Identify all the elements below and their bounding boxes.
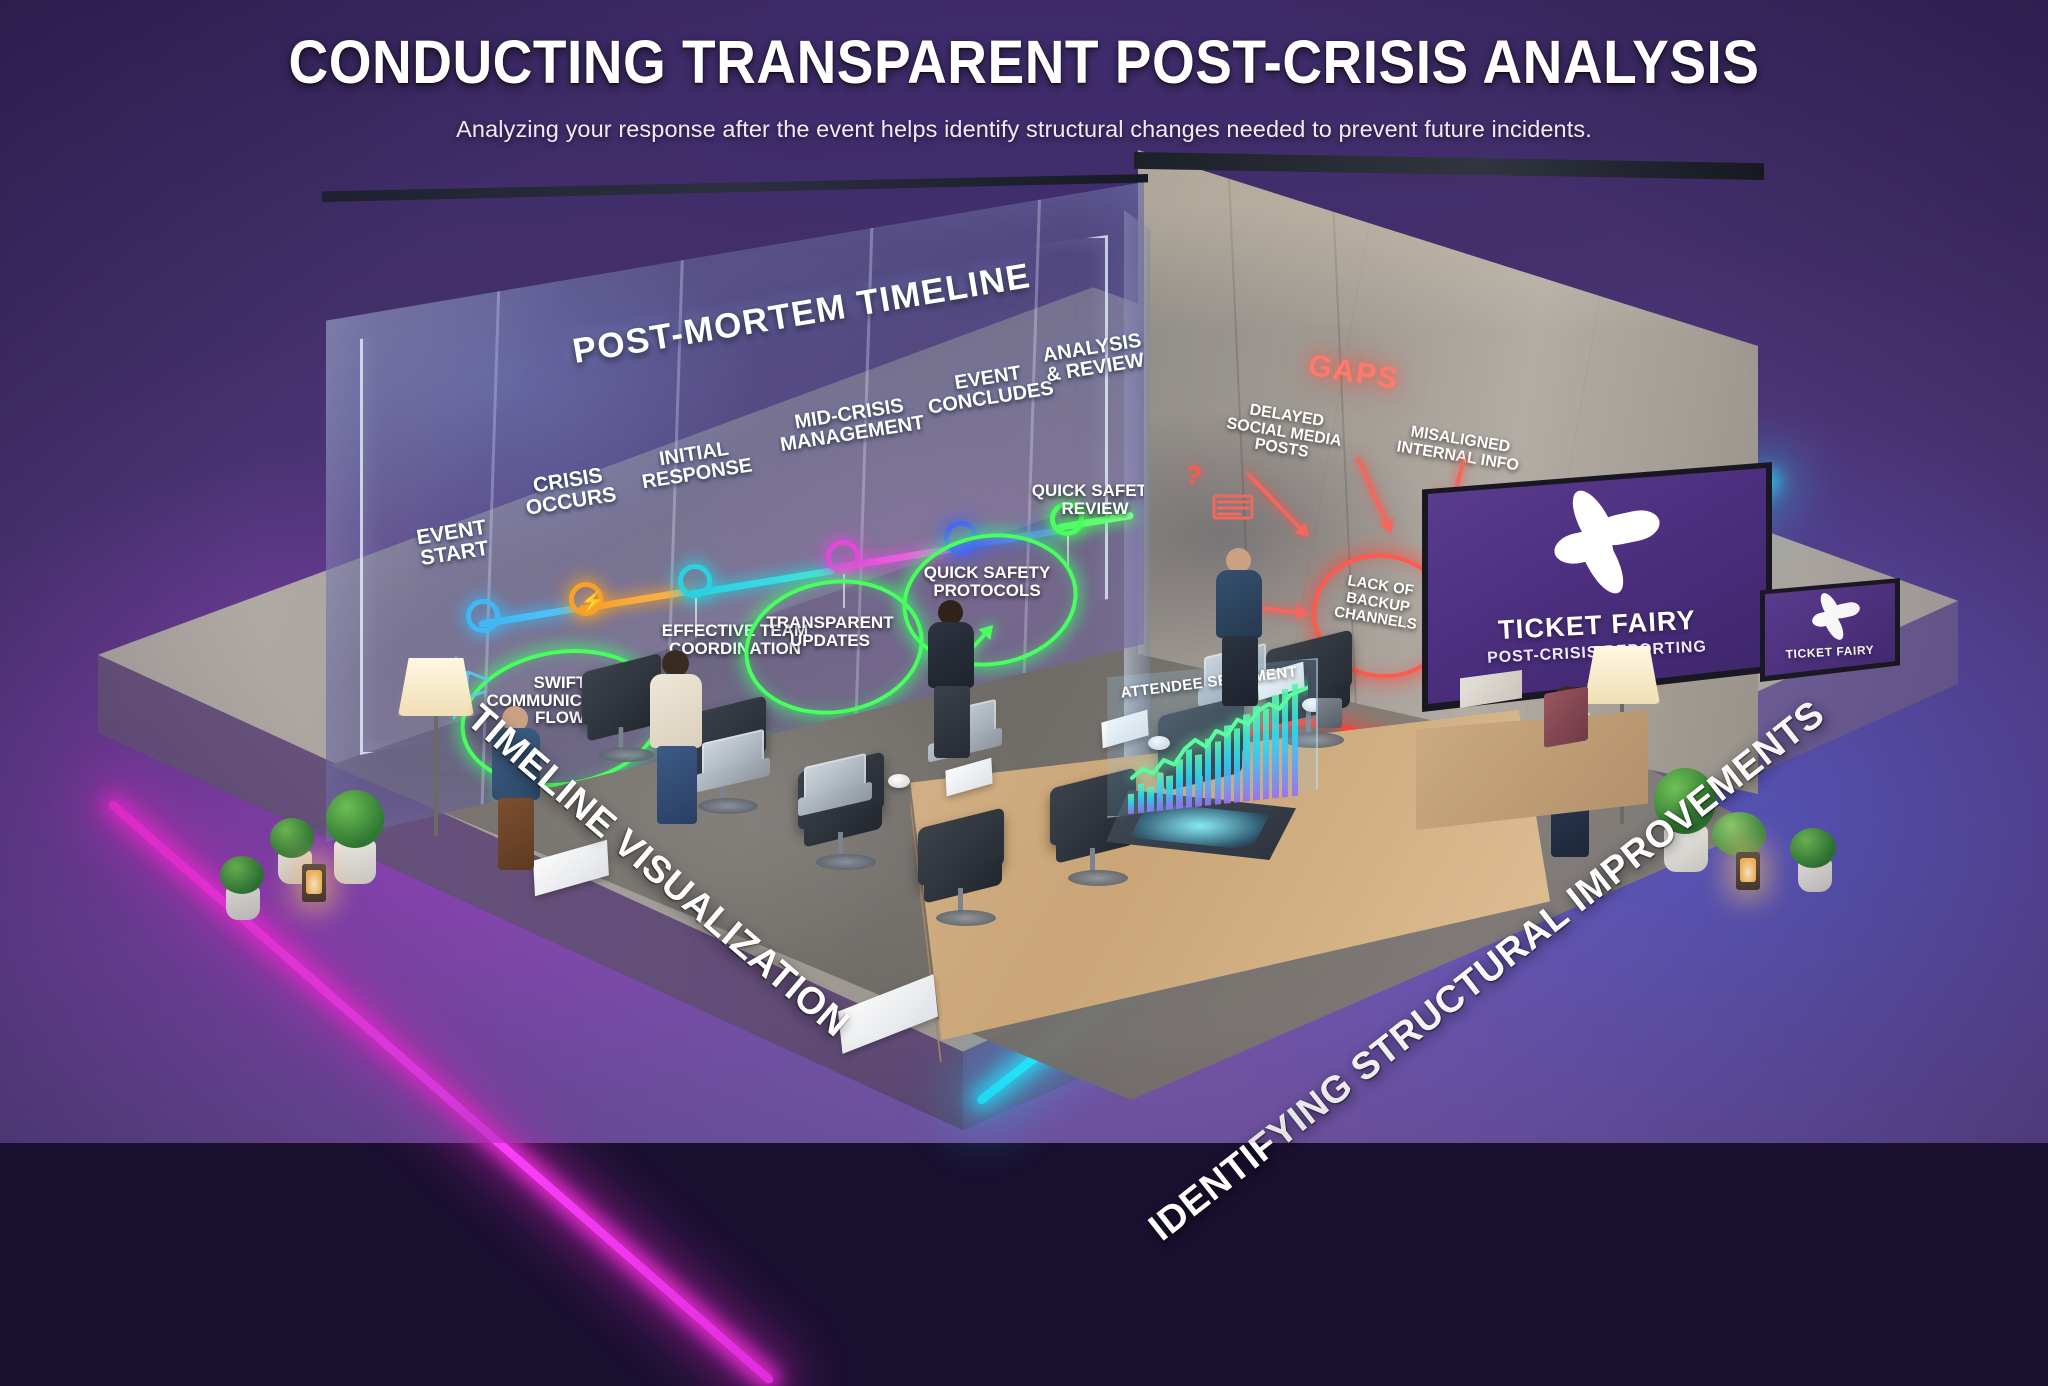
plant-foliage (1654, 768, 1716, 834)
secondary-display-screen[interactable]: TICKET FAIRY (1765, 583, 1895, 676)
success-label-quick-safety-review: QUICK SAFETY REVIEW (1031, 481, 1159, 518)
page-subtitle: Analyzing your response after the event … (456, 116, 1592, 142)
success-ellipse-4 (892, 521, 1088, 679)
timeline-label-event-concludes: EVENT CONCLUDES (926, 362, 1056, 420)
hologram-trend-line (1130, 685, 1308, 780)
gap-label-delayed-social: DELAYED SOCIAL MEDIA POSTS (1225, 401, 1343, 462)
plant-foliage (270, 818, 314, 858)
glass-wall-top-trim (322, 174, 1148, 202)
floor-lamp-stand (434, 716, 438, 836)
pen-holder (1316, 698, 1342, 728)
lightning-bolt-icon: ⚡ (580, 591, 605, 613)
lantern-icon (1736, 852, 1760, 890)
timeline-label-mid-crisis: MID-CRISIS MANAGEMENT (778, 394, 926, 457)
plant-foliage (1790, 828, 1836, 868)
timeline-stem (843, 574, 845, 608)
floor-lamp-shade (1584, 646, 1660, 704)
plant-foliage (1712, 812, 1766, 856)
megaphone-icon (1212, 494, 1254, 520)
success-label-transparent-updates: TRANSPARENT UPDATES (766, 613, 894, 650)
plant-foliage (220, 856, 264, 894)
four-petal-flower-icon (1546, 484, 1663, 600)
laptop (798, 752, 872, 817)
timeline-label-initial-response: INITIAL RESPONSE (640, 437, 754, 494)
office-chair (918, 807, 1014, 936)
success-label-effective-team: EFFECTIVE TEAM COORDINATION (661, 621, 809, 658)
timeline-label-crisis-occurs: CRISIS OCCURS (524, 463, 618, 521)
isometric-room-diorama: POST-MORTEM TIMELINE EVENT START CRISIS … (98, 150, 1958, 1386)
gaps-analysis-group: GAPS DELAYED SOCIAL MEDIA POSTS MISALIGN… (1138, 150, 1778, 870)
office-chair (1266, 629, 1362, 758)
office-chair (1050, 767, 1146, 896)
timeline-stem (1067, 536, 1069, 570)
page-title: CONDUCTING TRANSPARENT POST-CRISIS ANALY… (288, 27, 1760, 97)
timeline-node-initial-response[interactable] (678, 564, 712, 598)
book-row (1544, 686, 1588, 748)
timeline-node-mid-crisis[interactable] (826, 540, 860, 574)
timeline-heading: POST-MORTEM TIMELINE (569, 256, 1034, 371)
floor-lamp-shade (398, 658, 474, 716)
office-chair (581, 652, 670, 772)
timeline-node-event-concludes[interactable] (944, 521, 978, 555)
lantern-icon (302, 864, 326, 902)
brand-name: TICKET FAIRY (1785, 642, 1875, 662)
timeline-node-crisis-occurs[interactable] (569, 582, 603, 616)
timeline-label-analysis-review: ANALYSIS & REVIEW (1041, 329, 1146, 387)
success-label-quick-safety-protocols: QUICK SAFETY PROTOCOLS (923, 563, 1051, 600)
timeline-stem (695, 598, 697, 638)
coffee-mug (1148, 736, 1170, 750)
laptop (696, 728, 770, 793)
timeline-label-event-start: EVENT START (414, 515, 491, 571)
gap-arrow-2 (1355, 456, 1393, 532)
header: CONDUCTING TRANSPARENT POST-CRISIS ANALY… (0, 26, 2048, 143)
office-chair (680, 695, 776, 824)
question-mark-icon: ? (1183, 458, 1205, 492)
gaps-heading: GAPS (1305, 348, 1402, 397)
timeline-node-analysis-review[interactable] (1050, 502, 1084, 536)
plant-foliage (326, 790, 384, 848)
coffee-mug (888, 774, 910, 788)
four-petal-flower-icon (1809, 590, 1862, 643)
timeline-node-event-start[interactable] (466, 599, 500, 633)
office-chair (798, 751, 894, 880)
